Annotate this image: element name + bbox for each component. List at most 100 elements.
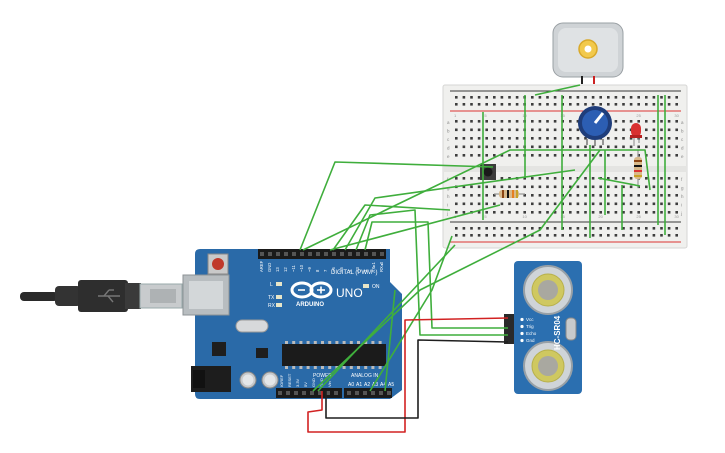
sensor-pin-label: Gnd	[526, 338, 535, 343]
sensor-model-label: HC-SR04	[553, 315, 562, 350]
power-pin-label: 5V	[303, 382, 308, 387]
red-wire[interactable]	[307, 317, 509, 433]
digital-pin-label: RX◂0	[379, 261, 384, 272]
usb-cable	[20, 280, 183, 312]
analog-pin-label: A5	[388, 382, 394, 388]
arduino-model: UNO	[336, 286, 363, 300]
green-wire[interactable]	[344, 169, 576, 251]
power-pin-label: GND	[311, 378, 316, 387]
column-number: 25	[636, 214, 641, 219]
green-wire[interactable]	[302, 149, 651, 251]
column-number: 15	[560, 214, 565, 219]
red-led[interactable]	[630, 123, 642, 146]
power-header[interactable]	[276, 388, 342, 398]
green-wire[interactable]	[384, 289, 396, 392]
dc-motor[interactable]	[552, 22, 624, 84]
analog-label: ANALOG IN	[351, 373, 379, 379]
green-wire[interactable]	[312, 149, 601, 392]
arduino-infinity-logo-icon	[290, 281, 333, 299]
digital-pin-label: ~11	[291, 265, 296, 272]
row-letter: j	[680, 211, 682, 216]
row-letter: d	[447, 146, 450, 151]
column-number: 5	[484, 214, 487, 219]
column-number: 30	[674, 214, 679, 219]
digital-pin-label: GND	[267, 263, 272, 272]
button-resistor[interactable]	[494, 190, 525, 198]
atmega-chip	[282, 344, 386, 366]
row-letter: a	[681, 120, 684, 125]
green-wire[interactable]	[355, 209, 508, 336]
digital-label: DIGITAL (PWM~)	[331, 270, 378, 276]
digital-header[interactable]	[258, 249, 386, 259]
analog-pin-label: A1	[356, 382, 362, 388]
row-letter: h	[681, 194, 684, 199]
sensor-pin-label: Trig	[526, 324, 534, 329]
green-wire[interactable]	[329, 204, 501, 251]
digital-pin-label: 4	[347, 269, 352, 272]
digital-pin-label: ~3	[355, 267, 360, 272]
green-wire[interactable]	[317, 244, 456, 392]
header-holes	[260, 252, 391, 395]
arduino-brand: ARDUINO	[296, 302, 324, 308]
row-letter: g	[681, 186, 684, 191]
reset-button-icon[interactable]	[212, 258, 224, 270]
green-wire[interactable]	[364, 221, 508, 329]
green-wire[interactable]	[299, 161, 494, 251]
digital-pin-label: TX▸1	[371, 262, 376, 272]
digital-pin-label: 8	[315, 269, 320, 272]
analog-header[interactable]	[344, 388, 392, 398]
column-number: 10	[522, 214, 527, 219]
digital-pin-label: 7	[323, 269, 328, 272]
power-pin-label: RESET	[287, 373, 292, 387]
black-wire[interactable]	[325, 339, 509, 419]
sensor-header[interactable]	[504, 314, 514, 344]
sensor-pin-label: Echo	[526, 331, 537, 336]
led-on	[363, 284, 369, 288]
row-letter: b	[447, 129, 450, 134]
led-resistor[interactable]	[634, 150, 642, 188]
row-letter: b	[681, 129, 684, 134]
sensor-crystal	[565, 317, 577, 341]
row-letter: h	[447, 194, 450, 199]
column-number: 15	[560, 113, 565, 118]
led-rx-label: RX	[268, 303, 276, 309]
wires[interactable]	[299, 84, 666, 433]
column-number: 20	[598, 214, 603, 219]
power-label: POWER	[313, 373, 332, 379]
column-number: 30	[674, 113, 679, 118]
green-wire[interactable]	[369, 235, 453, 392]
column-number: 5	[484, 113, 487, 118]
digital-pin-label: ~9	[307, 267, 312, 272]
crystal-oscillator	[235, 319, 269, 333]
column-number: 1	[454, 113, 457, 118]
analog-pin-label: A4	[380, 382, 386, 388]
sensor-pin-label: Vcc	[526, 317, 534, 322]
led-rx	[276, 303, 282, 307]
voltage-regulator	[212, 342, 226, 356]
green-wire[interactable]	[332, 204, 451, 251]
usb-icon	[98, 289, 120, 303]
analog-pin-label: A0	[348, 382, 354, 388]
row-letter: a	[447, 120, 450, 125]
power-pin-label: IOREF	[279, 374, 284, 387]
digital-pin-label: 2	[363, 269, 368, 272]
analog-pin-label: A2	[364, 382, 370, 388]
row-letter: d	[681, 146, 684, 151]
led-on-label: ON	[372, 284, 380, 290]
row-letter: e	[681, 154, 684, 159]
power-pin-label: 3.3V	[295, 378, 300, 387]
digital-pin-label: ~10	[299, 264, 304, 272]
digital-pin-label: ~5	[339, 267, 344, 272]
push-button[interactable]	[480, 164, 496, 180]
potentiometer[interactable]	[578, 106, 612, 146]
column-number: 25	[636, 113, 641, 118]
row-letter: c	[447, 137, 450, 142]
row-letter: c	[681, 137, 684, 142]
